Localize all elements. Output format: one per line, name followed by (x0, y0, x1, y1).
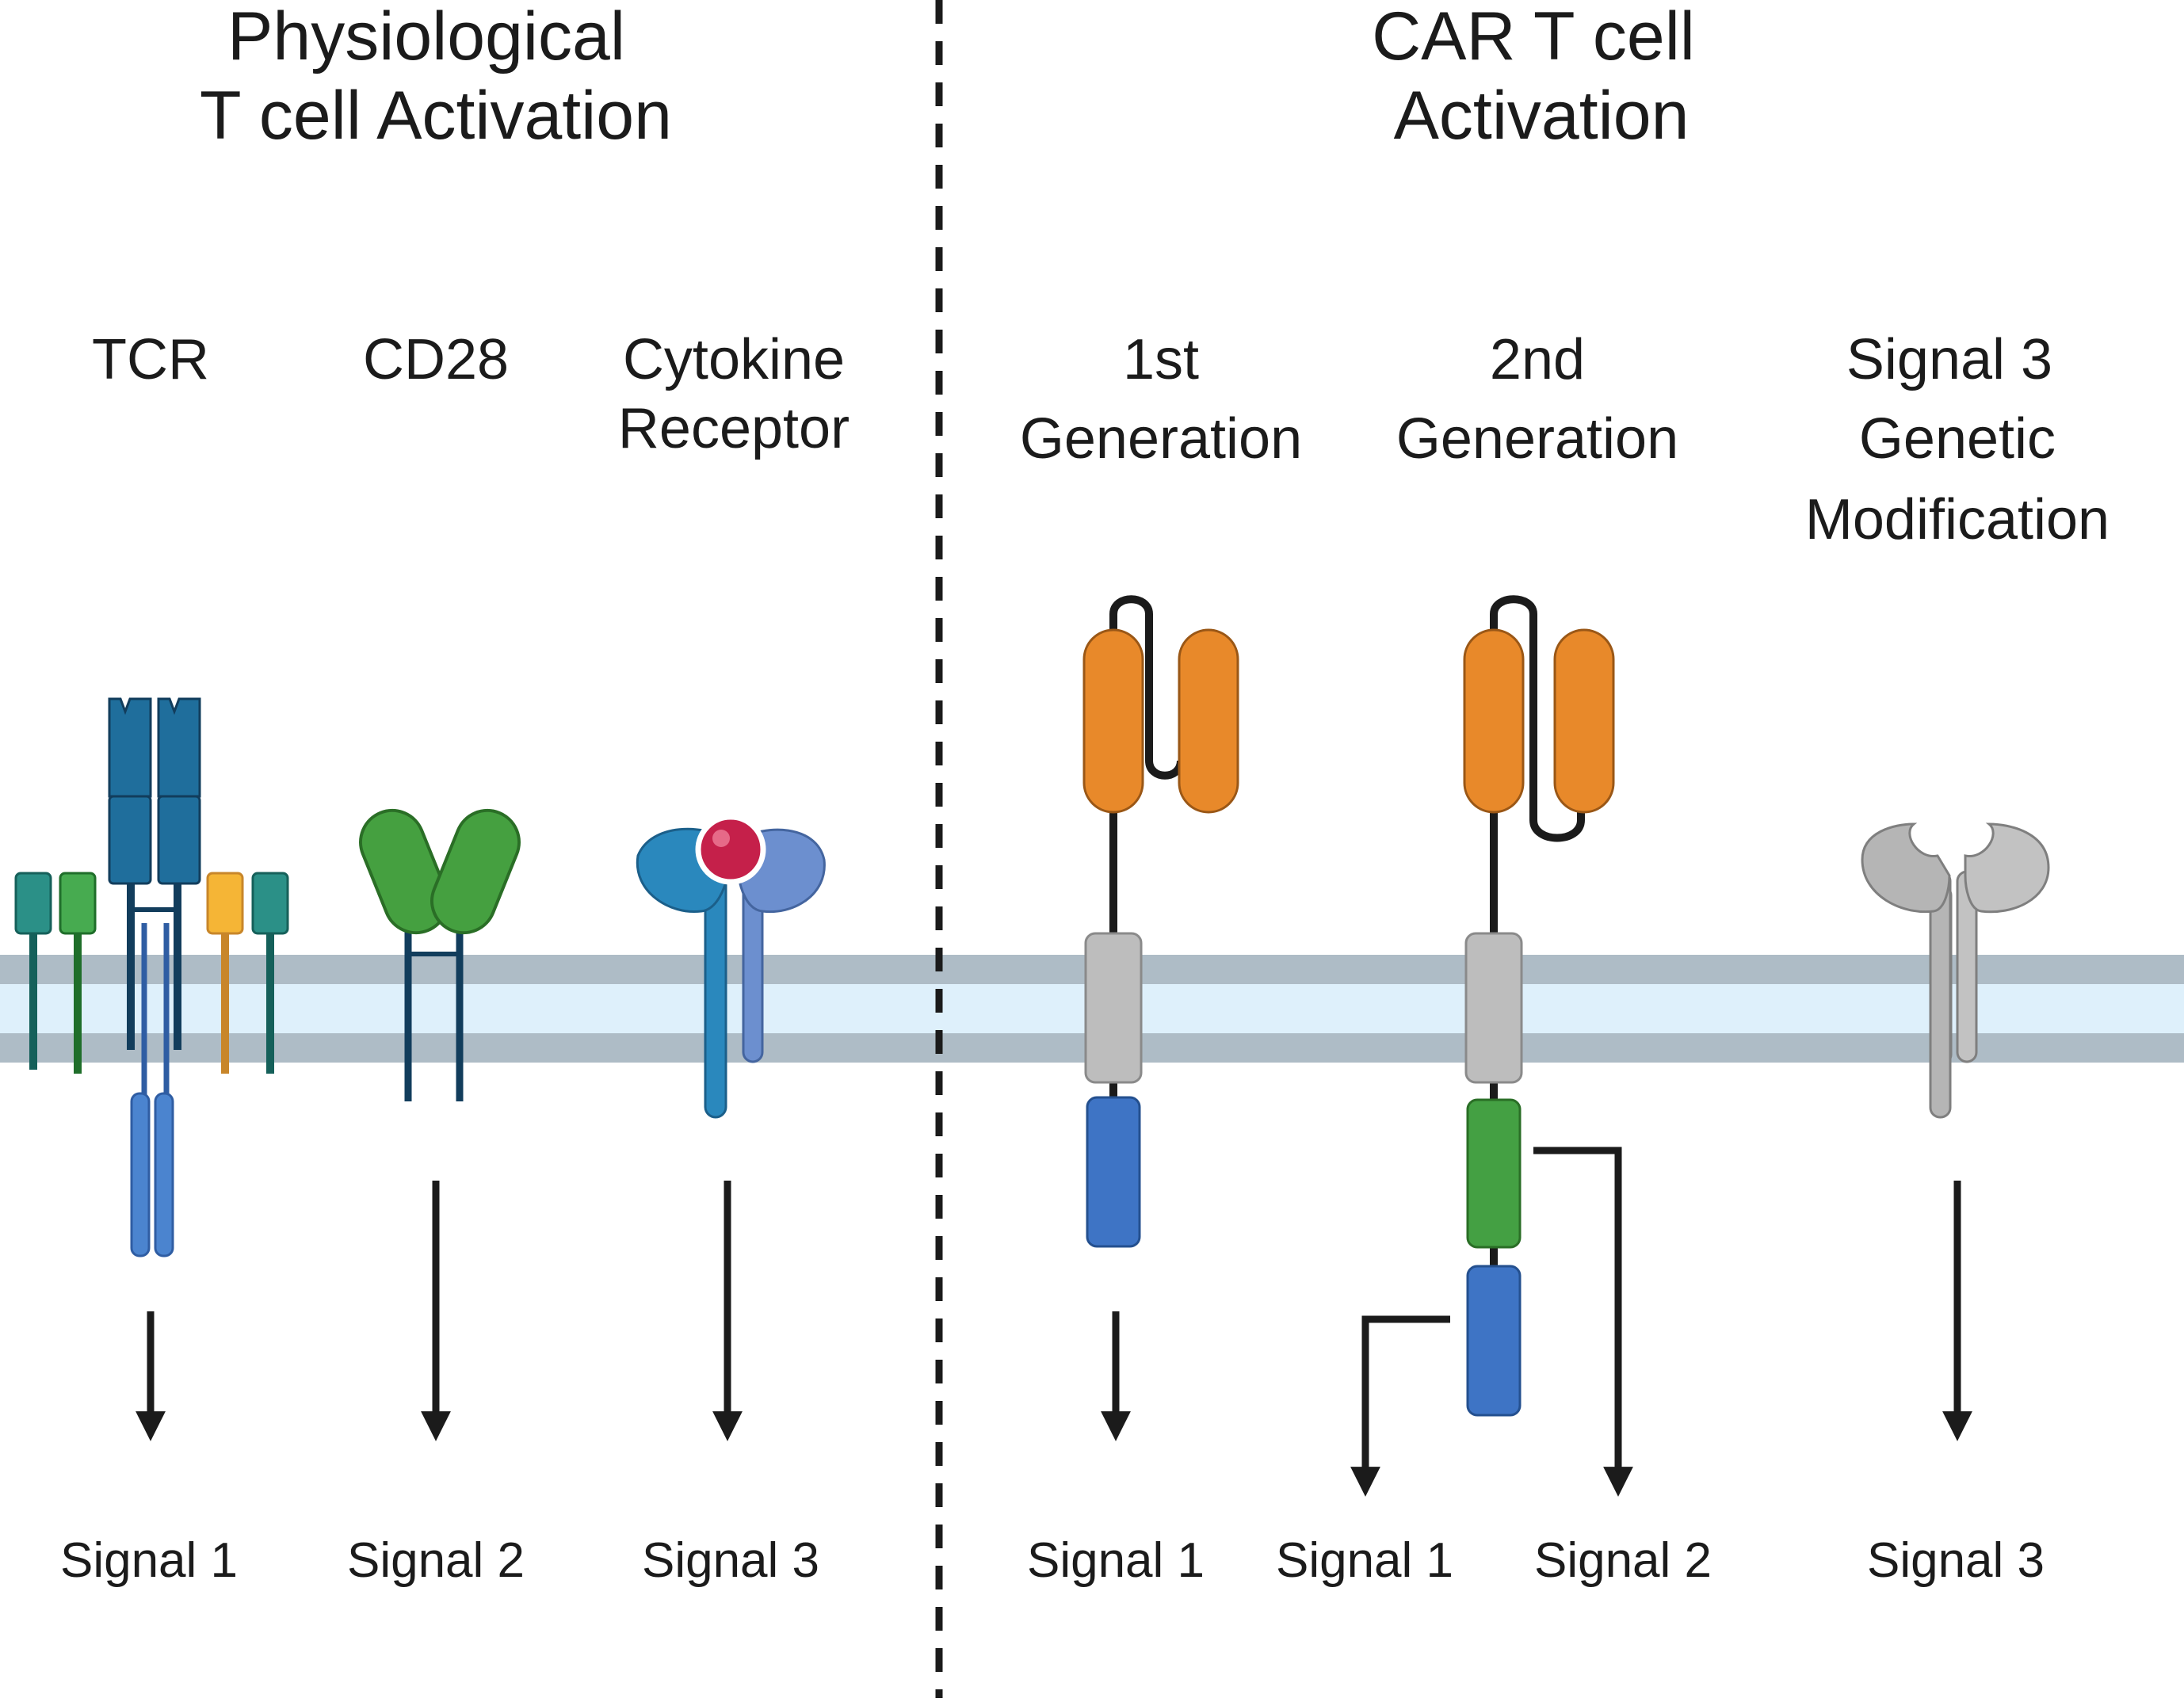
right-panel-title-line-1: CAR T cell (1372, 0, 1695, 74)
first-generation-label-line-1: 1st (1123, 328, 1199, 391)
second-gen-signal1-label: Signal 1 (1276, 1533, 1453, 1588)
cytokine-receptor (636, 814, 826, 1119)
car-first-generation (1082, 595, 1239, 1248)
first-gen-signal-label: Signal 1 (1027, 1533, 1205, 1588)
signal3-modification-label-line-1: Signal 3 (1846, 328, 2052, 391)
left-panel-title-line-2: T cell Activation (200, 78, 672, 154)
second-generation-label-line-2: Generation (1396, 407, 1678, 471)
engineered-cytokine-receptor (1861, 822, 2050, 1119)
cytokine-receptor-label-line-1: Cytokine (623, 328, 845, 391)
car-second-generation (1463, 595, 1615, 1417)
first-generation-label-line-2: Generation (1020, 407, 1302, 471)
tcr-complex (14, 697, 289, 1257)
cd28-receptor (359, 808, 521, 1101)
signal3-mod-signal-label: Signal 3 (1867, 1533, 2045, 1588)
cd28-label: CD28 (363, 328, 509, 391)
signal3-modification-label-line-2: Genetic (1859, 407, 2056, 471)
cd28-signal-label: Signal 2 (347, 1533, 525, 1588)
second-generation-label-line-1: 2nd (1490, 328, 1585, 391)
right-panel-title-line-2: Activation (1394, 78, 1690, 154)
second-gen-signal1-arrow (1350, 1315, 1450, 1497)
cytokine-receptor-label-line-2: Receptor (618, 397, 850, 460)
tcr-label: TCR (92, 328, 209, 391)
left-panel-title-line-1: Physiological (227, 0, 625, 74)
cytokine-ligand (695, 814, 766, 885)
tcr-signal-label: Signal 1 (60, 1533, 238, 1588)
signal3-modification-label-line-3: Modification (1805, 488, 2110, 551)
second-gen-signal2-label: Signal 2 (1534, 1533, 1712, 1588)
signal-arrows (136, 1147, 1972, 1497)
second-gen-signal2-arrow (1533, 1147, 1633, 1497)
cytokine-signal-label: Signal 3 (642, 1533, 819, 1588)
